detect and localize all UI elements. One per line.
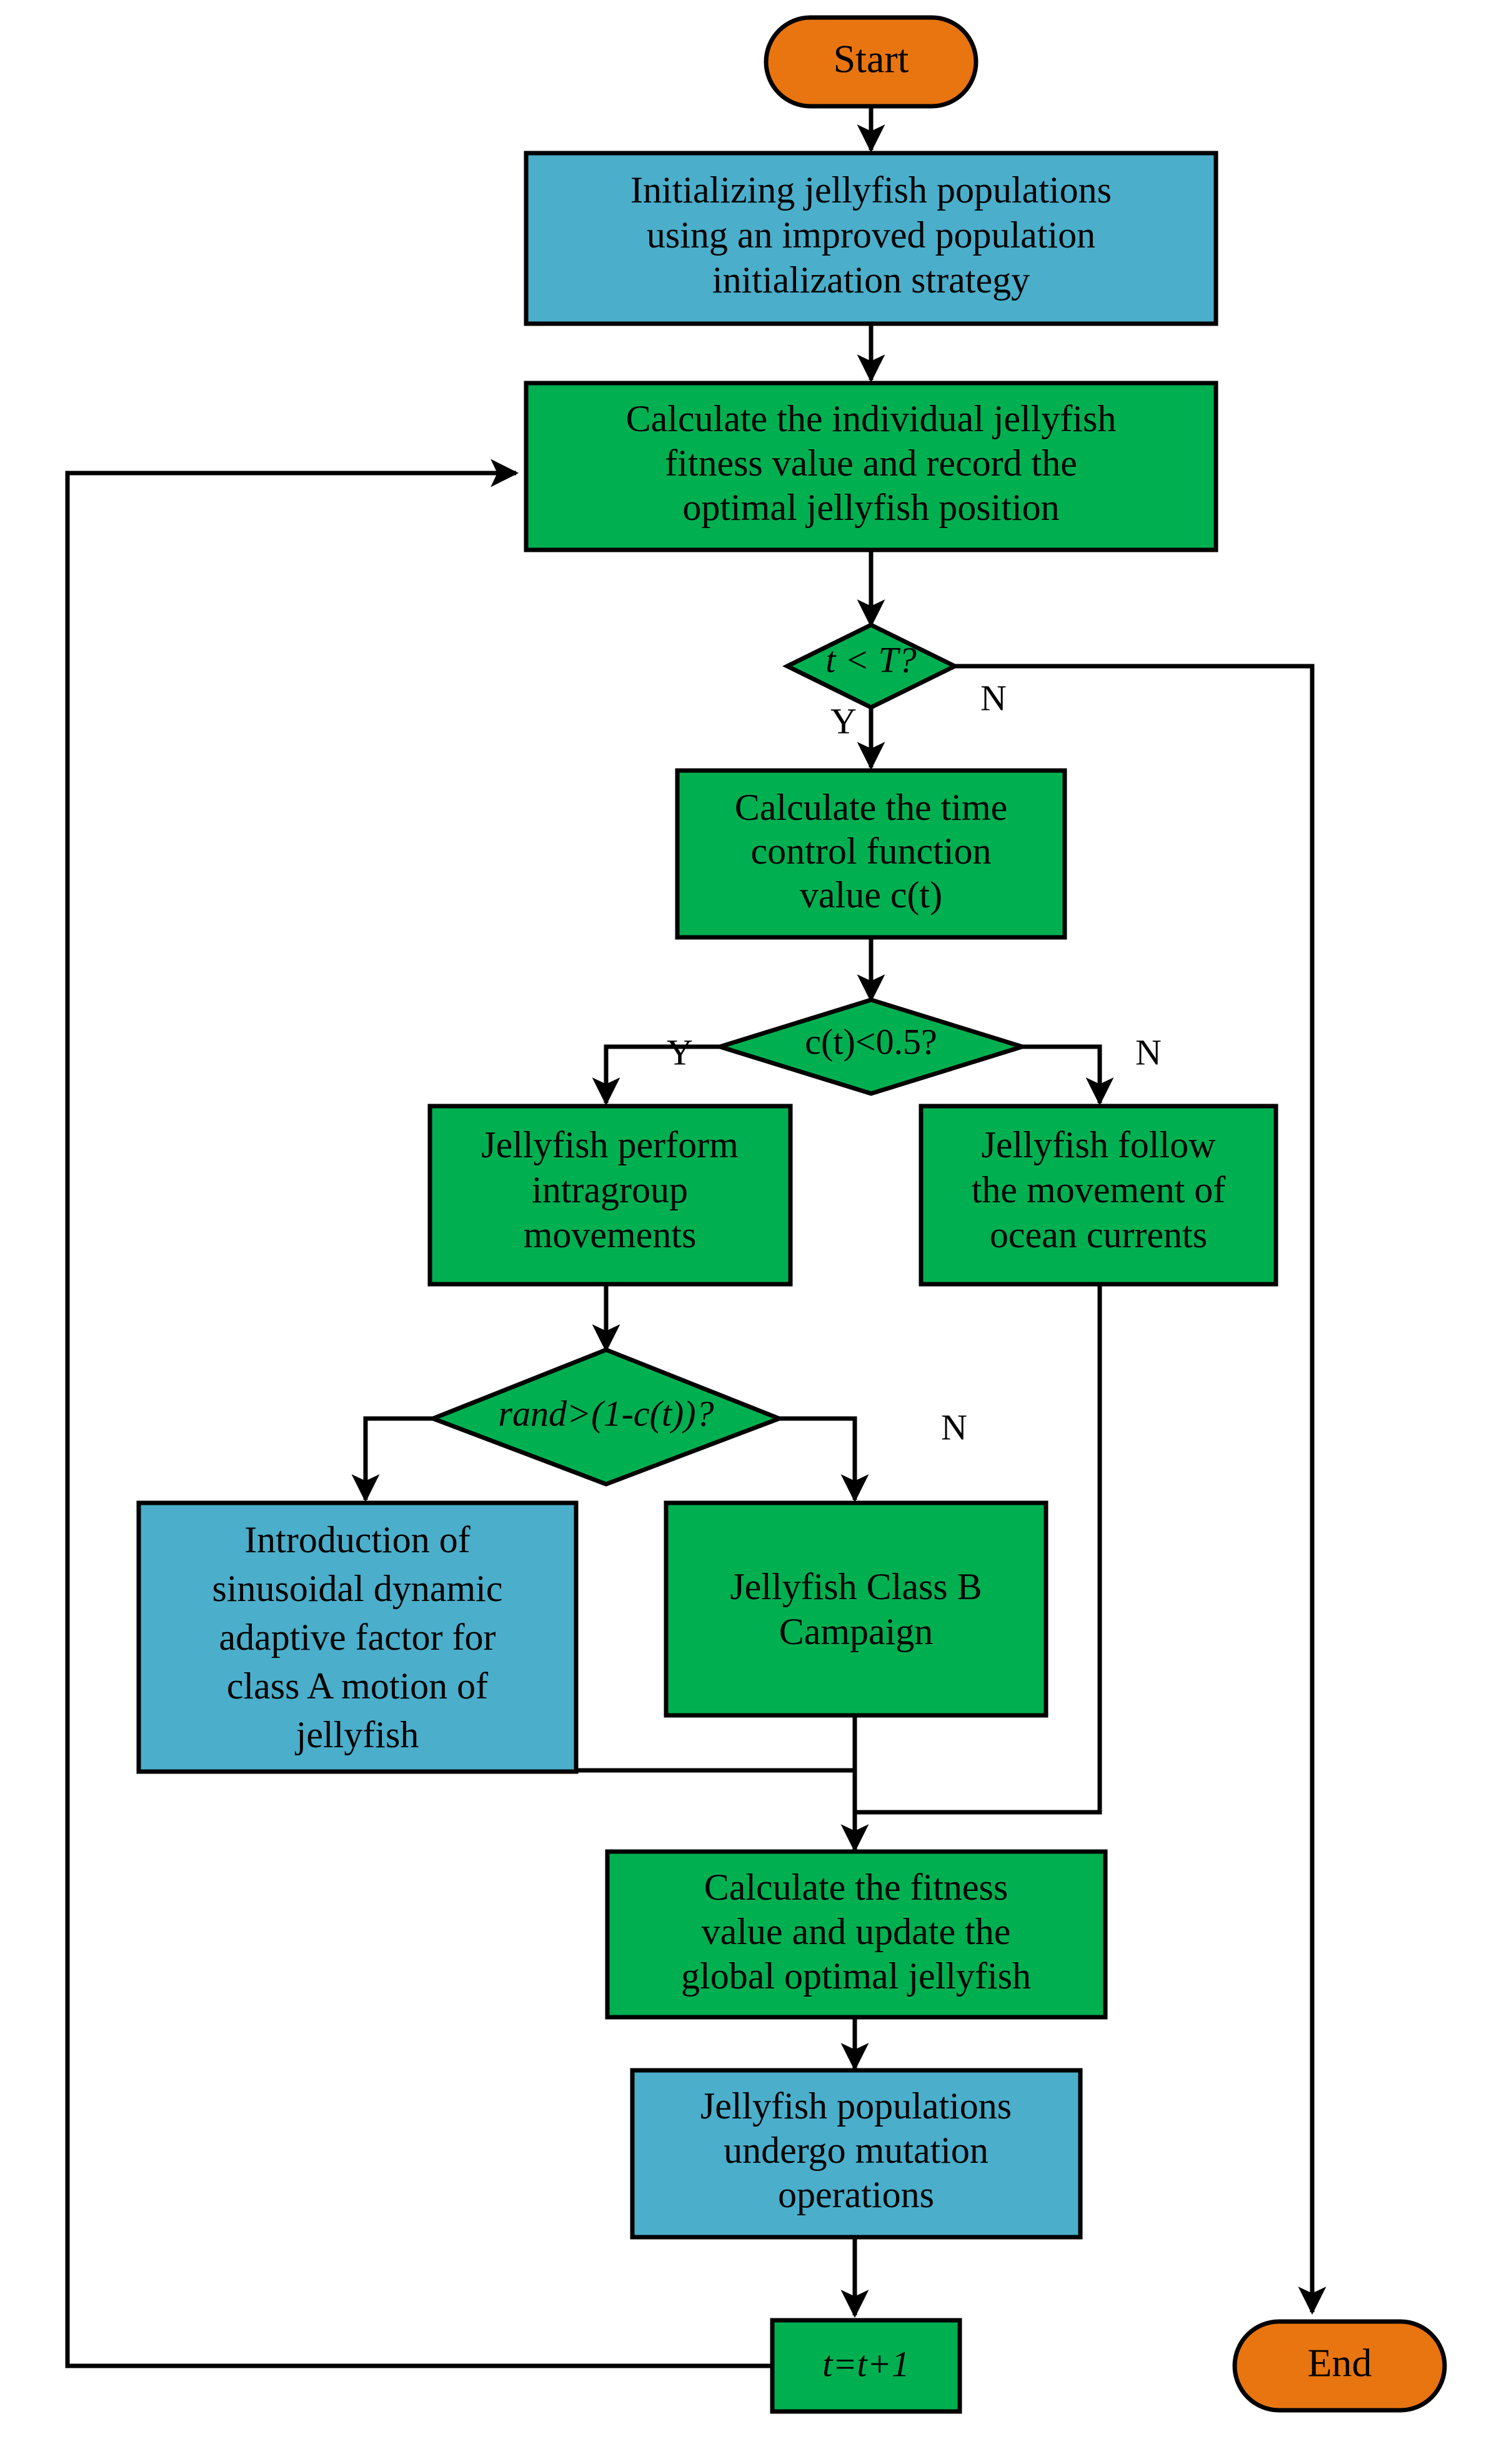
fitness-line-3: optimal jellyfish position [682,487,1059,528]
decision-time-control-label: c(t)<0.5? [805,1021,937,1062]
node-mutation-operations[interactable]: Jellyfish populations undergo mutation o… [630,2068,1083,2240]
edge-label-t-yes: Y [830,701,857,741]
ocean-line-2: the movement of [972,1169,1226,1210]
node-time-control-function[interactable]: Calculate the time control function valu… [675,768,1067,940]
node-calculate-individual-fitness[interactable]: Calculate the individual jellyfish fitne… [524,381,1218,552]
edge-decision-rand-no-to-classB [779,1416,869,1503]
node-update-global-optimal[interactable]: Calculate the fitness value and update t… [605,1849,1108,2020]
node-start[interactable]: Start [764,15,979,109]
node-intragroup-movement[interactable]: Jellyfish perform intragroup movements [427,1104,793,1287]
start-shape [764,15,979,109]
mutation-line-1: Jellyfish populations [700,2085,1012,2127]
edge-label-c-yes: Y [667,1032,693,1072]
calculate-individual-fitness-shape [524,381,1218,552]
decision-rand-label: rand>(1-c(t))? [498,1393,714,1434]
edge-decision-t-no-to-end [955,664,1327,2315]
sinusoidal-line-4: class A motion of [227,1665,488,1707]
timefunc-line-3: value c(t) [800,874,942,915]
node-end[interactable]: End [1232,2319,1447,2413]
edge-ocean-to-merge [855,1284,1102,1815]
global-line-1: Calculate the fitness [704,1867,1008,1908]
end-shape [1232,2319,1447,2413]
initialize-line-2: using an improved population [647,214,1095,256]
time-control-function-shape [675,768,1067,940]
intragroup-line-3: movements [524,1214,697,1255]
edge-decision-c-no-to-ocean [1022,1044,1114,1106]
end-label: End [1307,2341,1372,2385]
ocean-line-1: Jellyfish follow [982,1124,1217,1165]
sinusoidal-line-3: adaptive factor for [219,1617,496,1658]
edge-label-c-no: N [1135,1032,1162,1072]
decision-rand-shape [427,1347,785,1487]
sinusoidal-line-1: Introduction of [244,1519,471,1560]
node-increment-counter[interactable]: t=t+1 [770,2318,962,2414]
intragroup-line-2: intragroup [532,1169,688,1210]
initialize-line-1: Initializing jellyfish populations [630,169,1112,211]
global-line-2: value and update the [702,1911,1011,1952]
node-decision-rand[interactable]: rand>(1-c(t))? [427,1347,785,1487]
edge-increment-to-fitness-loop [65,459,772,2368]
node-decision-iteration[interactable]: t < T? [782,622,960,710]
edge-decision-c-yes-to-intragroup [592,1044,720,1106]
node-class-b-campaign[interactable]: Jellyfish Class B Campaign [664,1500,1048,1718]
global-line-3: global optimal jellyfish [681,1955,1031,1997]
ocean-current-movement-shape [919,1104,1278,1287]
sinusoidal-line-5: jellyfish [295,1714,419,1755]
edge-decision-rand-yes-to-sinusoidal [351,1416,433,1503]
node-sinusoidal-adaptive-factor[interactable]: Introduction of sinusoidal dynamic adapt… [136,1500,579,1774]
fitness-line-1: Calculate the individual jellyfish [626,398,1117,439]
edge-label-t-no: N [980,677,1007,718]
decision-iteration-label: t < T? [825,639,917,680]
sinusoidal-adaptive-factor-shape [136,1500,579,1774]
start-label: Start [834,37,909,81]
class-b-campaign-shape [664,1500,1048,1718]
node-initialize-population[interactable]: Initializing jellyfish populations using… [524,151,1218,326]
timefunc-line-2: control function [751,830,992,872]
increment-counter-label: t=t+1 [822,2343,910,2384]
intragroup-line-1: Jellyfish perform [481,1124,739,1165]
increment-counter-shape [770,2318,962,2414]
fitness-line-2: fitness value and record the [665,442,1077,484]
edge-label-rand-no: N [941,1407,967,1447]
mutation-line-3: operations [778,2174,934,2215]
classB-line-2: Campaign [779,1611,934,1652]
timefunc-line-1: Calculate the time [735,787,1008,828]
node-ocean-current-movement[interactable]: Jellyfish follow the movement of ocean c… [919,1104,1278,1287]
node-decision-time-control[interactable]: c(t)<0.5? [712,997,1030,1096]
classB-line-1: Jellyfish Class B [730,1566,982,1607]
mutation-operations-shape [630,2068,1083,2240]
mutation-line-2: undergo mutation [724,2130,989,2171]
update-global-optimal-shape [605,1849,1108,2020]
initialize-line-3: initialization strategy [712,259,1030,301]
decision-time-control-shape [712,997,1030,1096]
initialize-population-shape [524,151,1218,326]
ocean-line-3: ocean currents [990,1214,1207,1255]
decision-iteration-shape [782,622,960,710]
sinusoidal-line-2: sinusoidal dynamic [212,1568,503,1609]
intragroup-movement-shape [427,1104,793,1287]
